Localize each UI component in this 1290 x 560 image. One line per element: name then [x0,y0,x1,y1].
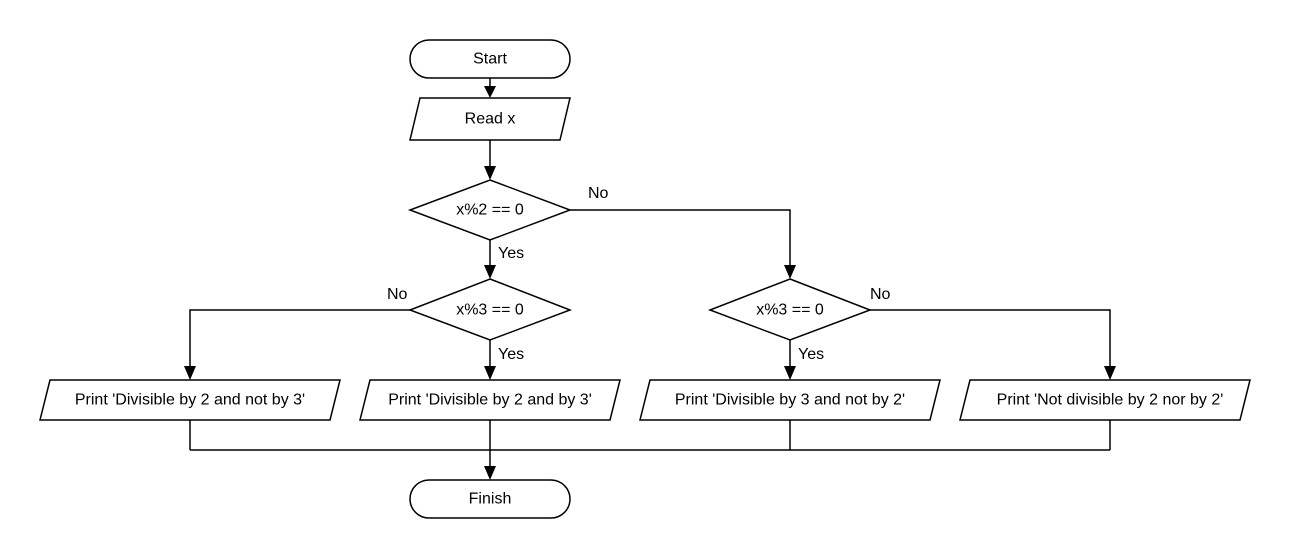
edge-label-mod2-no: No [588,185,609,202]
arrowhead [484,86,496,98]
print-div2-and3-parallelogram [359,379,621,421]
edge-label-mod3-left-no: No [387,286,408,303]
print-div2-and3-label: Print 'Divisible by 2 and by 3' [388,392,592,409]
print-not-div-parallelogram [959,379,1251,421]
arrowhead [484,166,496,180]
edge-mod3-left-no [189,309,410,368]
read-x-parallelogram [409,97,571,141]
decision-mod2-diamond [407,179,573,241]
print-div3-not2-label: Print 'Divisible by 3 and not by 2' [675,392,905,409]
print-not-div-node: Print 'Not divisible by 2 nor by 2' [959,379,1251,421]
arrowhead [784,265,796,279]
arrowhead [184,366,196,380]
edge-label-mod3-right-yes: Yes [798,346,824,363]
arrowhead [484,366,496,380]
print-div3-not2-parallelogram [639,379,941,421]
edge-mod2-no [570,209,791,268]
decision-mod3-left-diamond [407,278,573,341]
decision-mod3-left-label: x%3 == 0 [456,302,524,319]
start-terminator [409,39,571,79]
start-label: Start [473,51,507,68]
decision-mod3-right-node: x%3 == 0 [707,278,873,341]
finish-node: Finish [409,479,571,519]
arrowhead [784,366,796,380]
connectors [184,78,1116,480]
finish-label: Finish [469,491,512,508]
print-div3-not2-node: Print 'Divisible by 3 and not by 2' [639,379,941,421]
print-div2-not3-parallelogram [39,379,341,421]
print-not-div-label: Print 'Not divisible by 2 nor by 2' [997,392,1224,409]
read-x-node: Read x [409,97,571,141]
edge-label-mod3-left-yes: Yes [498,346,524,363]
read-x-label: Read x [465,111,516,128]
edge-label-mod2-yes: Yes [498,245,524,262]
decision-mod3-left-node: x%3 == 0 [407,278,573,341]
arrowhead [484,466,496,480]
print-div2-and3-node: Print 'Divisible by 2 and by 3' [359,379,621,421]
decision-mod3-right-diamond [707,278,873,341]
edge-label-mod3-right-no: No [870,286,891,303]
finish-terminator [409,479,571,519]
decision-mod3-right-label: x%3 == 0 [756,302,824,319]
decision-mod2-label: x%2 == 0 [456,202,524,219]
print-div2-not3-label: Print 'Divisible by 2 and not by 3' [75,392,305,409]
arrowhead [1104,366,1116,380]
arrowhead [484,265,496,279]
start-node: Start [409,39,571,79]
print-div2-not3-node: Print 'Divisible by 2 and not by 3' [39,379,341,421]
decision-mod2-node: x%2 == 0 [407,179,573,241]
edge-labels: No Yes No Yes No Yes [387,185,891,363]
edge-mod3-right-no [870,309,1111,368]
